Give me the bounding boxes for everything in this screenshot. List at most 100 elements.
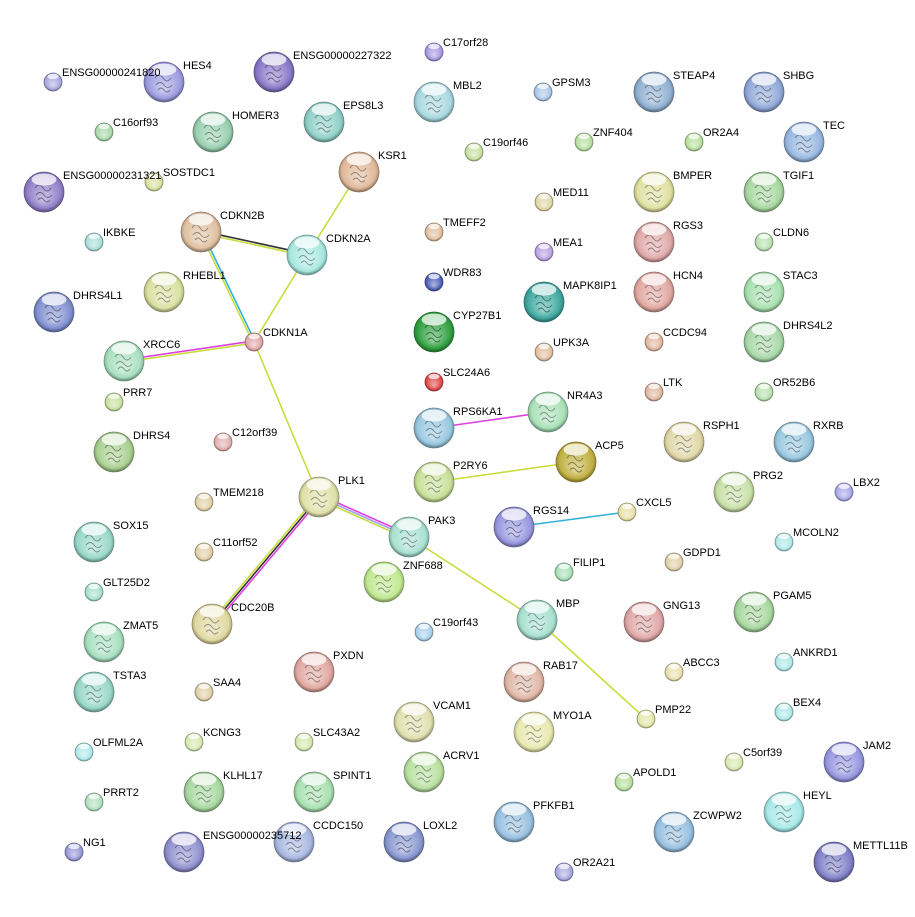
- node-prg2[interactable]: [713, 471, 755, 513]
- node-filip1[interactable]: [554, 562, 574, 582]
- node-steap4[interactable]: [633, 71, 675, 113]
- node-c12orf39[interactable]: [213, 432, 233, 452]
- node-tmeff2[interactable]: [424, 222, 444, 242]
- node-gpsm3[interactable]: [533, 82, 553, 102]
- node-rgs3[interactable]: [633, 221, 675, 263]
- edge-plk1-cdc20b[interactable]: [209, 495, 322, 626]
- node-cdkn2a[interactable]: [286, 234, 328, 276]
- node-tmem218[interactable]: [194, 492, 214, 512]
- node-c19orf43[interactable]: [414, 622, 434, 642]
- node-heyl[interactable]: [763, 791, 805, 833]
- node-glt25d2[interactable]: [84, 582, 104, 602]
- node-kcng3[interactable]: [184, 732, 204, 752]
- node-cldn6[interactable]: [754, 232, 774, 252]
- node-cdc20b[interactable]: [191, 603, 233, 645]
- node-ikbke[interactable]: [84, 232, 104, 252]
- node-c5orf39[interactable]: [724, 752, 744, 772]
- node-rab17[interactable]: [503, 661, 545, 703]
- node-znf404[interactable]: [574, 132, 594, 152]
- node-ensg00000235712[interactable]: [163, 831, 205, 873]
- node-vcam1[interactable]: [393, 701, 435, 743]
- node-pgam5[interactable]: [733, 591, 775, 633]
- node-hes4[interactable]: [143, 61, 185, 103]
- node-xrcc6[interactable]: [103, 340, 145, 382]
- node-acp5[interactable]: [555, 441, 597, 483]
- node-tsta3[interactable]: [73, 671, 115, 713]
- node-or52b6[interactable]: [754, 382, 774, 402]
- node-plk1[interactable]: [298, 476, 340, 518]
- node-pmp22[interactable]: [636, 709, 656, 729]
- node-mcoln2[interactable]: [774, 532, 794, 552]
- node-c16orf93[interactable]: [94, 122, 114, 142]
- node-loxl2[interactable]: [383, 821, 425, 863]
- node-slc43a2[interactable]: [294, 732, 314, 752]
- node-hcn4[interactable]: [633, 271, 675, 313]
- node-saa4[interactable]: [194, 682, 214, 702]
- node-dhrs4[interactable]: [93, 431, 135, 473]
- node-eps8l3[interactable]: [303, 101, 345, 143]
- node-c19orf46[interactable]: [464, 142, 484, 162]
- node-lbx2[interactable]: [834, 482, 854, 502]
- node-mapk8ip1[interactable]: [523, 281, 565, 323]
- node-or2a21[interactable]: [554, 862, 574, 882]
- node-homer3[interactable]: [192, 111, 234, 153]
- node-stac3[interactable]: [743, 271, 785, 313]
- node-pfkfb1[interactable]: [493, 801, 535, 843]
- node-zcwpw2[interactable]: [653, 811, 695, 853]
- node-ccdc150[interactable]: [273, 821, 315, 863]
- node-rps6ka1[interactable]: [413, 407, 455, 449]
- node-gdpd1[interactable]: [664, 552, 684, 572]
- node-or2a4[interactable]: [684, 132, 704, 152]
- node-ankrd1[interactable]: [774, 652, 794, 672]
- node-med11[interactable]: [534, 192, 554, 212]
- node-jam2[interactable]: [823, 741, 865, 783]
- node-cxcl5[interactable]: [617, 502, 637, 522]
- node-pxdn[interactable]: [293, 651, 335, 693]
- node-spint1[interactable]: [293, 771, 335, 813]
- node-ccdc94[interactable]: [644, 332, 664, 352]
- node-c11orf52[interactable]: [194, 542, 214, 562]
- edge-pak3-mbp[interactable]: [408, 536, 538, 621]
- node-rsph1[interactable]: [663, 421, 705, 463]
- node-tgif1[interactable]: [743, 171, 785, 213]
- node-sox15[interactable]: [73, 521, 115, 563]
- node-dhrs4l2[interactable]: [743, 321, 785, 363]
- node-znf688[interactable]: [363, 561, 405, 603]
- edge-mbp-pmp22[interactable]: [536, 619, 647, 720]
- node-bex4[interactable]: [774, 702, 794, 722]
- node-slc24a6[interactable]: [424, 372, 444, 392]
- node-nr4a3[interactable]: [527, 391, 569, 433]
- node-sostdc1[interactable]: [144, 172, 164, 192]
- node-acrv1[interactable]: [403, 751, 445, 793]
- node-mbp[interactable]: [516, 599, 558, 641]
- node-ensg00000231321[interactable]: [23, 171, 65, 213]
- node-shbg[interactable]: [743, 71, 785, 113]
- node-rxrb[interactable]: [773, 421, 815, 463]
- node-ksr1[interactable]: [338, 151, 380, 193]
- node-prrt2[interactable]: [84, 792, 104, 812]
- node-cdkn2b[interactable]: [180, 211, 222, 253]
- node-pak3[interactable]: [388, 516, 430, 558]
- node-bmper[interactable]: [633, 171, 675, 213]
- edge-p2ry6-acp5[interactable]: [433, 461, 577, 483]
- node-upk3a[interactable]: [534, 342, 554, 362]
- node-c17orf28[interactable]: [424, 42, 444, 62]
- node-ensg00000227322[interactable]: [253, 51, 295, 93]
- edge-cdkn1a-plk1[interactable]: [253, 341, 320, 498]
- node-ensg00000241820[interactable]: [43, 72, 63, 92]
- node-abcc3[interactable]: [664, 662, 684, 682]
- node-dhrs4l1[interactable]: [33, 291, 75, 333]
- node-rgs14[interactable]: [493, 506, 535, 548]
- edge-cdkn1a-xrcc6[interactable]: [123, 340, 255, 363]
- node-mea1[interactable]: [534, 242, 554, 262]
- node-zmat5[interactable]: [83, 621, 125, 663]
- node-ng1[interactable]: [64, 842, 84, 862]
- node-apold1[interactable]: [614, 772, 634, 792]
- node-prr7[interactable]: [104, 392, 124, 412]
- node-rhebl1[interactable]: [143, 271, 185, 313]
- node-tec[interactable]: [783, 121, 825, 163]
- node-mbl2[interactable]: [413, 81, 455, 123]
- node-myo1a[interactable]: [513, 711, 555, 753]
- node-cyp27b1[interactable]: [413, 311, 455, 353]
- node-ltk[interactable]: [644, 382, 664, 402]
